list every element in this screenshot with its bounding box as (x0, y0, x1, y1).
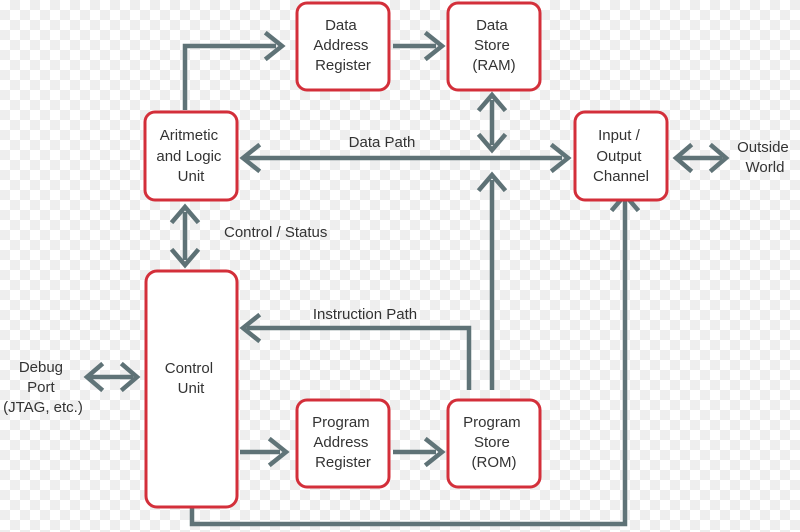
program-store-box: Program Store (ROM) (446, 398, 542, 489)
arrow-head (476, 91, 508, 113)
node-label: Data Store (RAM) (472, 17, 515, 74)
node-label: Program Address Register (312, 414, 374, 471)
arrow-head (476, 132, 508, 154)
arrow-cu-to-io (189, 200, 628, 527)
arrow-head (672, 142, 694, 174)
arrow-head (263, 30, 286, 62)
arrow-head (119, 361, 141, 393)
arrow-head (83, 361, 105, 393)
arrow-head (169, 247, 201, 269)
control-status-label: Control / Status (224, 224, 327, 241)
data-store-box: Data Store (RAM) (446, 1, 542, 92)
arrow-head (423, 30, 446, 62)
node-label: Program Store (ROM) (463, 414, 525, 471)
node-label: Aritmetic and Logic Unit (156, 127, 225, 185)
arrow-head (169, 203, 201, 225)
alu-box: Aritmetic and Logic Unit (143, 110, 239, 202)
arrow-instruction-path (247, 325, 472, 390)
arrow-head (423, 436, 446, 468)
arrow-head (549, 142, 572, 174)
debug-port-label: Debug Port (JTAG, etc.) (3, 359, 83, 416)
data-address-register-box: Data Address Register (295, 1, 391, 92)
arrow-head (239, 142, 262, 174)
node-label: Input / Output Channel (593, 127, 649, 185)
arrow-head (708, 142, 730, 174)
node-label: Data Address Register (313, 17, 372, 74)
outside-world-label: Outside World (737, 139, 793, 176)
control-unit-box: Control Unit (144, 269, 239, 509)
data-path-label: Data Path (349, 134, 416, 151)
node-label: Control Unit (165, 360, 218, 397)
io-channel-box: Input / Output Channel (573, 110, 669, 202)
connectors (83, 30, 730, 527)
arrow-alu-to-dar (182, 43, 276, 110)
instruction-path-label: Instruction Path (313, 306, 417, 323)
program-address-register-box: Program Address Register (295, 398, 391, 489)
arrow-head (267, 436, 290, 468)
arrow-head (476, 171, 508, 193)
arrow-head (239, 312, 262, 344)
